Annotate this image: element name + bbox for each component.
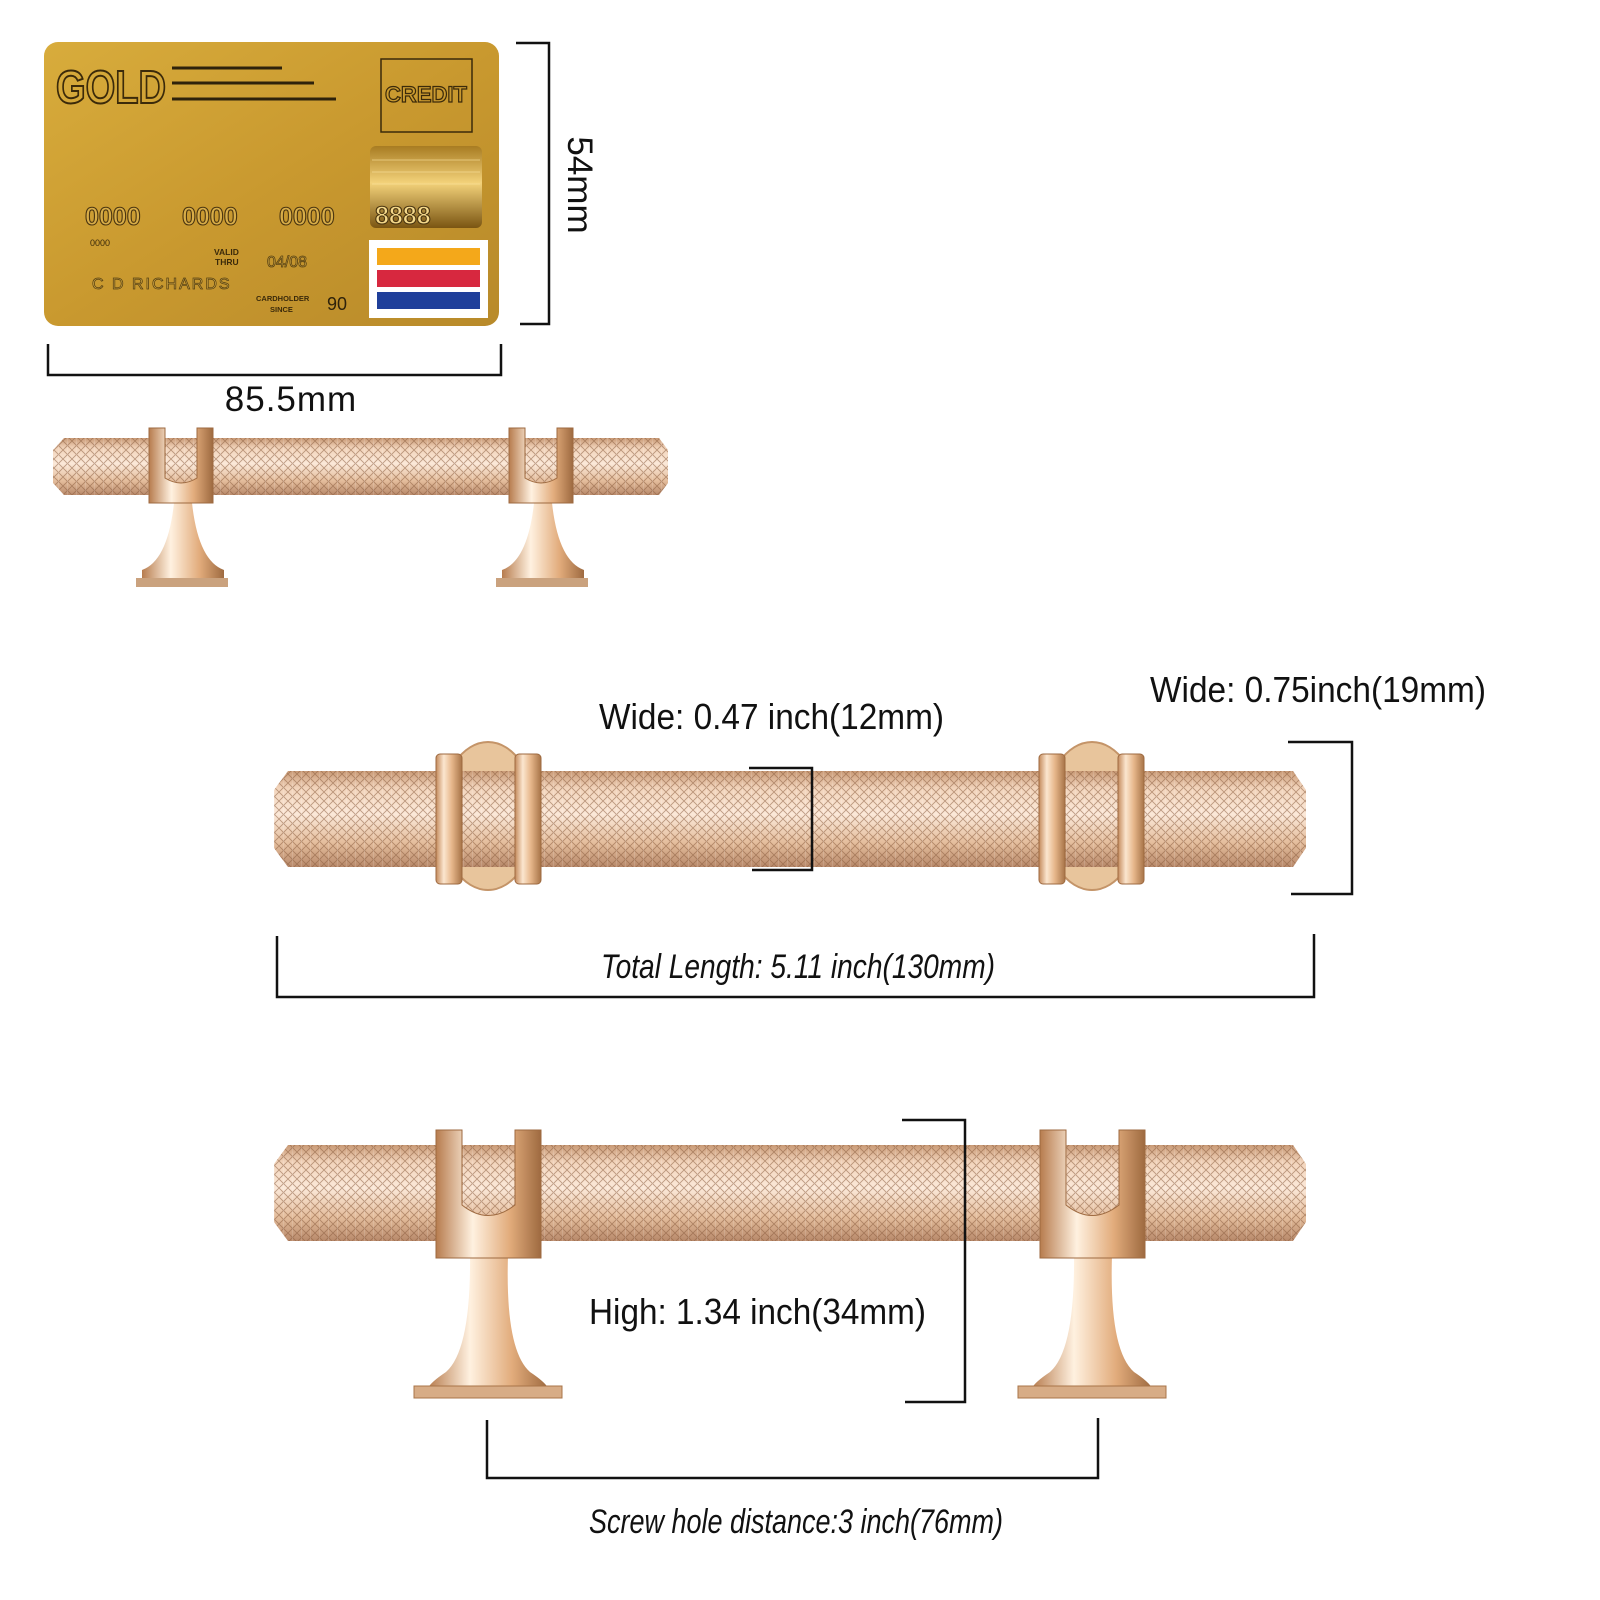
front-view-handle [274,1129,1306,1399]
screw-distance-label: Screw hole distance:3 inch(76mm) [589,1503,1003,1541]
card-width-label: 85.5mm [225,380,357,419]
card-stripe-blue [377,292,480,309]
small-handle [53,427,668,587]
top-collar-right-a [1038,753,1066,885]
card-sub-number: 0000 [90,238,110,248]
end-width-label: Wide: 0.75inch(19mm) [1150,669,1486,710]
card-dimension-lines [46,41,551,377]
top-view-handle [274,741,1306,891]
total-length-label: Total Length: 5.11 inch(130mm) [601,948,995,986]
card-number-group-2: 0000 [182,203,238,231]
front-dimension-lines [485,1118,1100,1480]
front-collar-right [1039,1129,1146,1259]
top-dimension-lines [275,740,1354,999]
front-collar-left [435,1129,542,1259]
front-foot-left [413,1385,563,1399]
credit-badge-frame [380,58,473,133]
valid-label-2: THRU [215,257,239,267]
front-foot-right [1017,1385,1167,1399]
card-height-label: 54mm [560,136,599,233]
card-hologram [370,146,482,228]
small-collar-right [508,427,574,504]
card-stripe-red [377,270,480,287]
front-post-left [428,1255,548,1388]
card-number-group-3: 0000 [279,203,335,231]
card-number-group-4: 8888 [375,202,431,230]
card-stripe-yellow [377,248,480,265]
card-holder: C D RICHARDS [92,276,232,293]
credit-card: GOLD CREDIT 0000 0000 0000 8888 0000 VAL… [44,42,499,326]
since-label-2: SINCE [270,305,293,314]
small-post-right [502,492,584,578]
card-number-group-1: 0000 [85,203,141,231]
top-collar-right-b [1117,753,1145,885]
since-year: 90 [327,294,347,314]
front-post-right [1032,1255,1152,1388]
top-collar-left-b [514,753,542,885]
valid-label-1: VALID [214,247,239,257]
credit-badge: CREDIT [385,82,467,107]
card-brand: GOLD [56,61,166,113]
small-post-left [142,492,224,578]
card-expiry: 04/08 [267,254,307,271]
top-collar-left-a [435,753,463,885]
card-brand-lines [172,66,336,101]
small-collar-left [148,427,214,504]
since-label-1: CARDHOLDER [256,294,310,303]
height-label: High: 1.34 inch(34mm) [589,1291,926,1332]
bar-width-label: Wide: 0.47 inch(12mm) [599,696,944,737]
